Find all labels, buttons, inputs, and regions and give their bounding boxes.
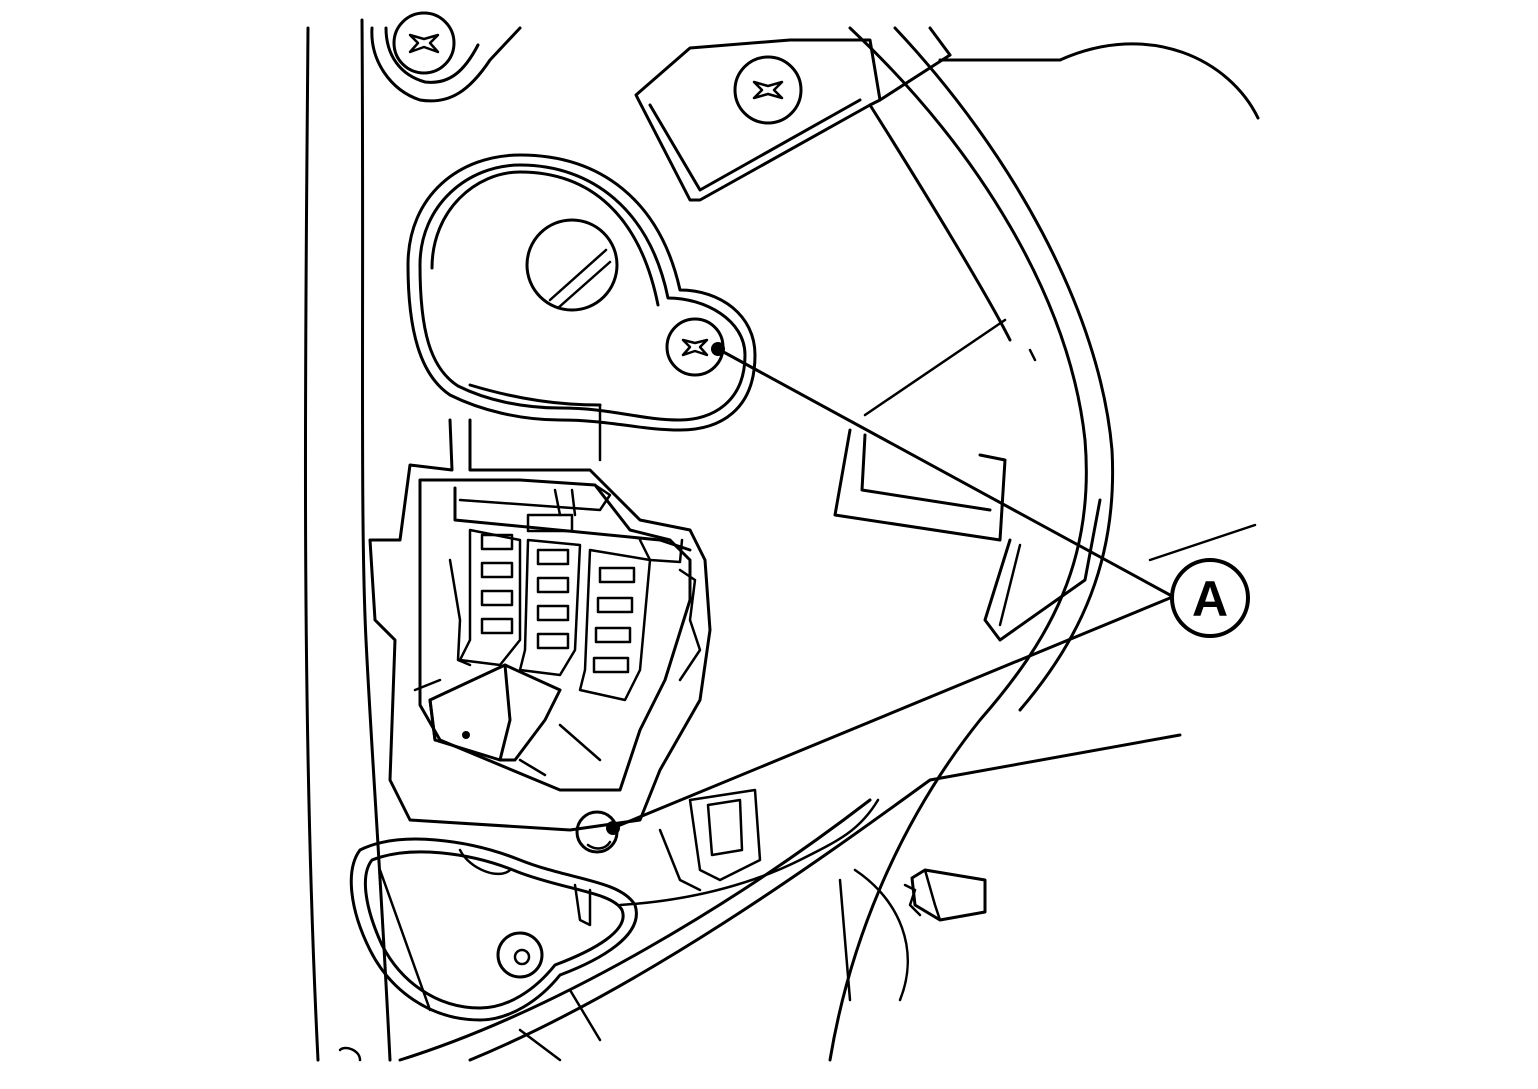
fuse-box-housing [368,418,712,832]
fuse-column-left [448,528,522,667]
callout-a: A [1170,558,1250,638]
fuse-column-middle [518,538,582,677]
lower-oval-cover [349,837,638,1022]
panel-outline [303,18,1260,1062]
relay-block [413,663,602,777]
callout-label: A [1192,571,1228,627]
fastener-point-upper [711,342,725,356]
fastener-point-lower [606,821,620,835]
upper-round-cover [406,153,757,462]
connector [838,868,987,1002]
top-left-bracket [370,11,522,103]
bottom-details [338,523,1257,1062]
upper-screw-plate [634,38,1012,342]
callout-leaders [606,342,1172,835]
right-trim [658,318,1102,892]
fuse-column-right [578,548,652,702]
